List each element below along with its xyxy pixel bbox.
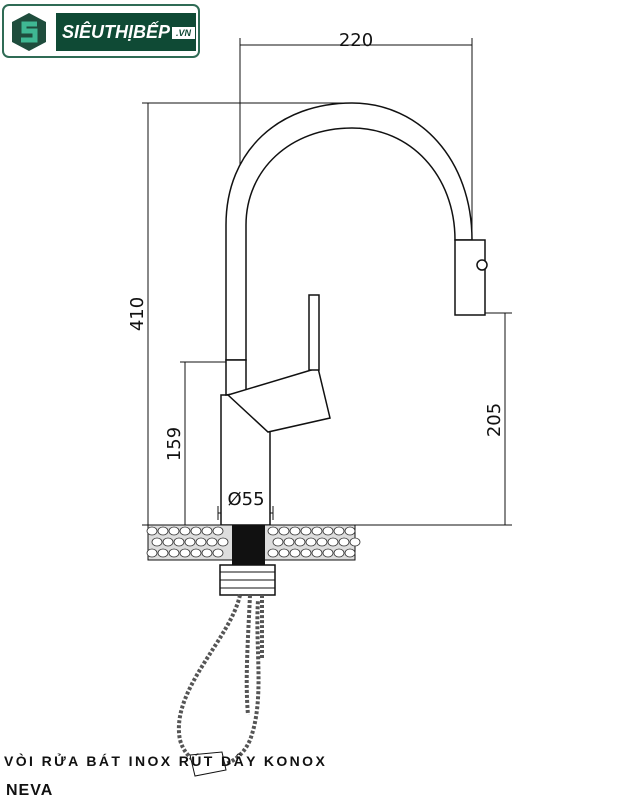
dim-label-diameter: Ø55 [227,489,264,510]
pebble [151,537,163,547]
pebble [344,526,356,536]
pebble [157,548,169,558]
pebble [179,526,191,536]
pebble [300,526,312,536]
mounting-nut [232,525,265,565]
pebble [206,537,218,547]
pebble [333,548,345,558]
product-model: NEVA [6,782,54,799]
lever [308,294,320,371]
pebble [201,526,213,536]
pebble [212,548,224,558]
pebble [195,537,207,547]
pebble [300,548,312,558]
pebble [311,526,323,536]
dim-label-220: 220 [339,30,373,51]
dim-label-159: 159 [164,427,185,461]
logo-icon [12,13,46,51]
pebble [327,537,339,547]
pebble [294,537,306,547]
pebble [333,526,345,536]
pebble [267,526,279,536]
pebble [278,548,290,558]
pebble [289,526,301,536]
pebble [168,548,180,558]
pebble [201,548,213,558]
pebble [283,537,295,547]
pebble [305,537,317,547]
pebble [316,537,328,547]
product-title: VÒI RỬA BÁT INOX RÚT DÂY KONOX [4,753,328,769]
pebble [168,526,180,536]
pebble [184,537,196,547]
pebble [289,548,301,558]
spray-head [454,239,486,316]
logo-wordmark: SIÊUTHỊBẾP.VN [56,13,196,51]
dim-label-205: 205 [484,403,505,437]
pebble [146,548,158,558]
pebble [322,526,334,536]
logo-suffix: .VN [172,27,196,40]
pebble [179,548,191,558]
pebble [162,537,174,547]
dim-label-410: 410 [127,297,148,331]
pebble [173,537,185,547]
pebble [349,537,361,547]
handle-base [226,367,331,433]
pebble [157,526,169,536]
pebble [146,526,158,536]
logo-text: SIÊUTHỊBẾP [62,22,171,42]
pebble [322,548,334,558]
pebble [272,537,284,547]
pebble [344,548,356,558]
pebble [278,526,290,536]
hoses [176,594,265,769]
spout [225,102,473,361]
pebble [338,537,350,547]
pebble [190,526,202,536]
pebble [190,548,202,558]
pebble [217,537,229,547]
site-logo[interactable]: SIÊUTHỊBẾP.VN [2,4,200,58]
pebble [311,548,323,558]
pebble [212,526,224,536]
pebble [267,548,279,558]
